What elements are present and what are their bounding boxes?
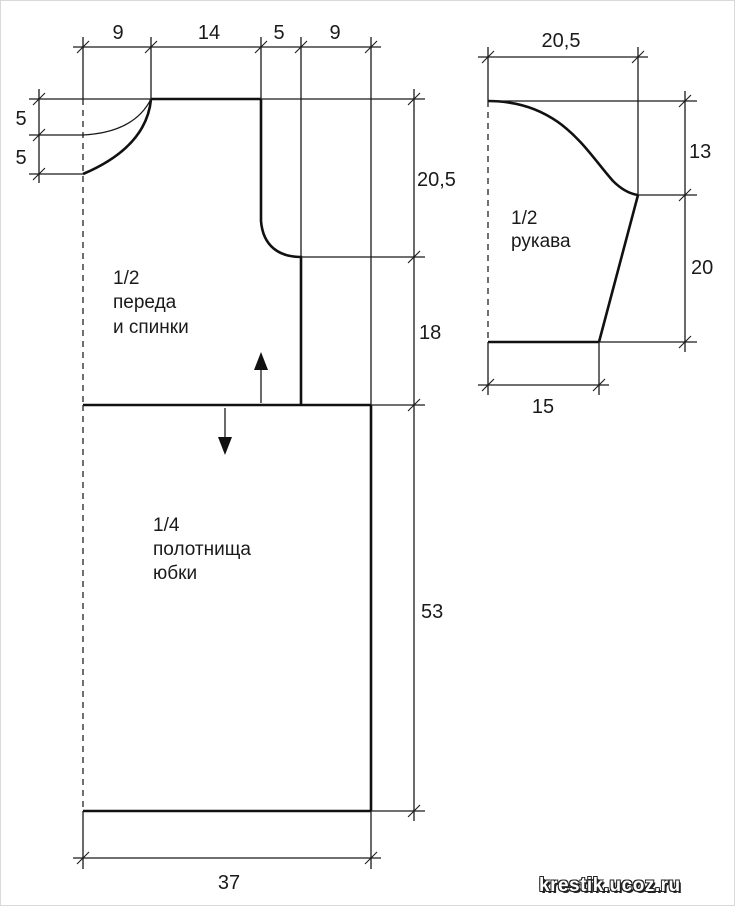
skirt-label-panel: полотнища — [153, 539, 251, 560]
bodice-label-fraction: 1/2 — [113, 268, 139, 289]
dim-sleeve-cuff: 15 — [532, 396, 554, 418]
arrow-down-icon — [218, 437, 232, 455]
skirt-label: 1/4 полотнища юбки — [153, 515, 251, 584]
bodice-neckline-back-curve — [82, 98, 152, 136]
dim-side-width: 9 — [329, 22, 340, 44]
skirt-label-fraction: 1/4 — [153, 515, 180, 536]
dim-armhole-height: 20,5 — [417, 169, 456, 191]
sleeve-cap-curve — [487, 99, 639, 197]
sleeve-label-fraction: 1/2 — [511, 208, 537, 229]
dim-side-height: 18 — [419, 322, 441, 344]
bodice-pattern — [82, 97, 303, 407]
bodice-armhole-side — [259, 99, 303, 405]
dim-neck-depth-front: 5 — [15, 147, 26, 169]
bodice-label-back: и спинки — [113, 317, 189, 338]
bodice-dimensions: 9 14 5 9 5 5 20,5 18 53 37 — [15, 22, 456, 894]
skirt-pattern — [82, 403, 373, 813]
dim-neck-depth-back: 5 — [15, 108, 26, 130]
bodice-label-front: переда — [113, 292, 177, 313]
dim-sleeve-length: 20 — [691, 257, 713, 279]
bodice-neckline-curve — [82, 98, 153, 176]
bodice-label: 1/2 переда и спинки — [113, 268, 189, 338]
sleeve-label: 1/2 рукава — [511, 208, 571, 252]
dim-neck-width: 9 — [112, 22, 123, 44]
dim-sleeve-cap-height: 13 — [689, 141, 711, 163]
dim-shoulder-width: 14 — [198, 22, 220, 44]
dim-skirt-width: 37 — [218, 872, 240, 894]
skirt-label-skirt: юбки — [153, 563, 197, 584]
sleeve-pattern — [487, 99, 640, 344]
dim-armhole-depth: 5 — [273, 22, 284, 44]
site-watermark: krestik.ucoz.ru — [539, 875, 681, 896]
dim-sleeve-width: 20,5 — [542, 30, 581, 52]
dim-skirt-length: 53 — [421, 601, 443, 623]
sleeve-dimensions: 20,5 13 20 15 — [478, 30, 713, 418]
sleeve-underarm-seam — [597, 194, 640, 343]
arrow-up-icon — [254, 352, 268, 370]
sleeve-label-sleeve: рукава — [511, 231, 571, 252]
